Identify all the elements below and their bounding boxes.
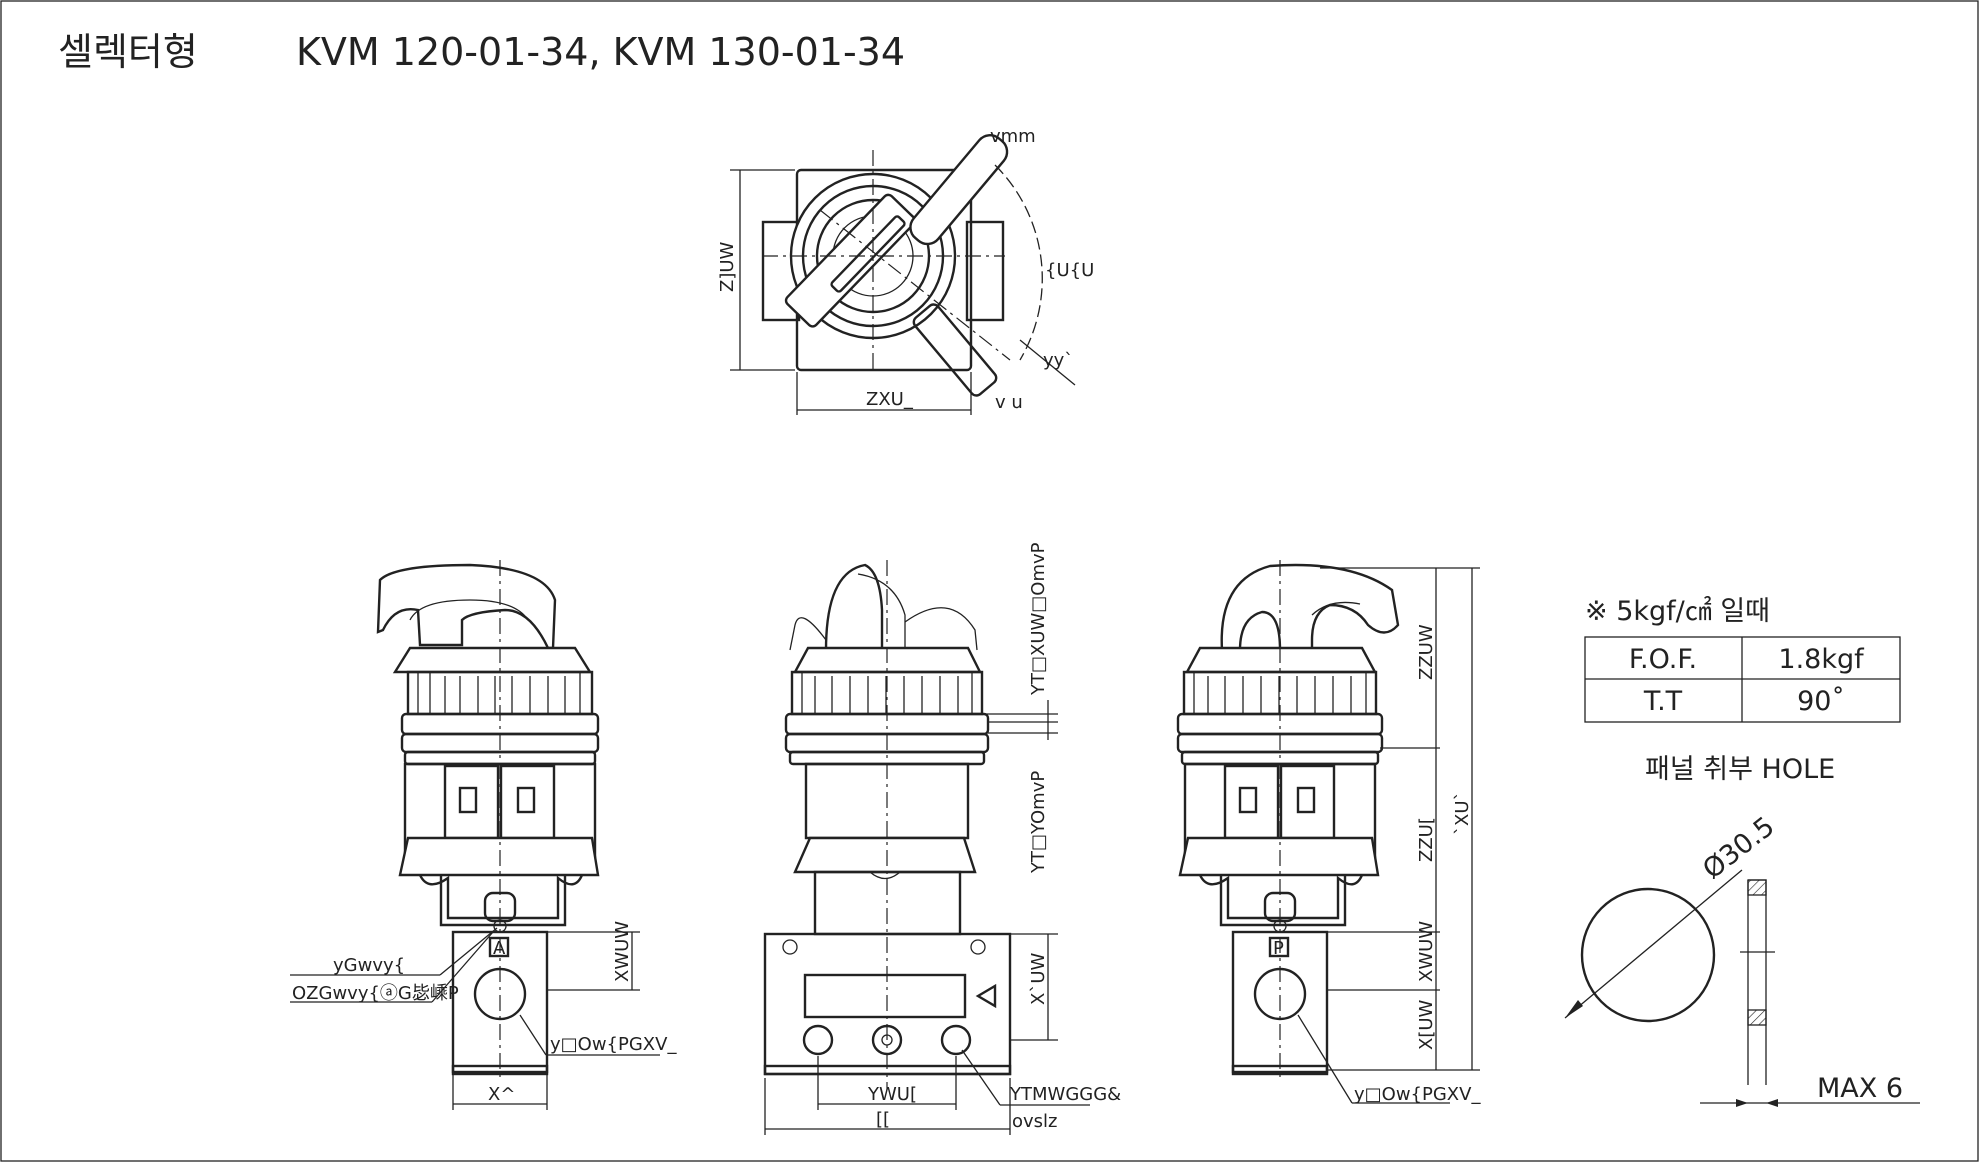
spec-section: ※ 5kgf/㎠ 일때 F.O.F. 1.8kgf T.T 90˚: [1584, 596, 1901, 723]
right-dim-cap: ZZUW: [1416, 624, 1437, 680]
left-callout-2: OZGwvy{ⓐG毖嵊P: [292, 983, 459, 1004]
right-dim-total: `XU`: [1452, 791, 1473, 835]
mid-dim-stroke-2: YT□YOmvP: [1028, 771, 1049, 874]
left-callout-1: yGwvy{: [333, 955, 405, 976]
spec-note: ※ 5kgf/㎠ 일때: [1585, 596, 1770, 627]
mid-dim-width: [[: [876, 1109, 890, 1130]
type-label: 셀렉터형: [58, 30, 198, 74]
left-view: A XWUW X^ yGwvy{ OZGwvy{ⓐG毖嵊P y□Ow{PGXV_: [290, 560, 677, 1110]
mid-dim-stroke-1: YT□XUW□OmvP: [1028, 542, 1049, 696]
spec-row-2-value: 90˚: [1797, 686, 1845, 717]
mid-callout-screw: YTMWGGG&: [1009, 1084, 1121, 1105]
spec-row-1-label: F.O.F.: [1629, 644, 1697, 675]
right-dim-port: XWUW: [1416, 921, 1437, 982]
top-dim-height: Z]UW: [717, 241, 738, 292]
top-mid-label: {U{U: [1045, 260, 1094, 281]
spec-row-1-value: 1.8kgf: [1778, 644, 1865, 675]
panel-title: 패널 취부 HOLE: [1645, 754, 1835, 785]
right-dim-bottom: X[UW: [1416, 999, 1437, 1050]
left-dim-bottom: X^: [488, 1084, 515, 1105]
right-dim-body: ZZU[: [1416, 817, 1437, 862]
panel-hole-section: 패널 취부 HOLE Ø30.5 MAX 6: [1564, 754, 1920, 1107]
mid-callout-screw-sub: ovslz: [1012, 1111, 1058, 1132]
model-title: KVM 120-01-34, KVM 130-01-34: [296, 30, 905, 74]
left-dim-port: XWUW: [612, 921, 633, 982]
top-dim-width: ZXU_: [866, 389, 914, 410]
right-callout: y□Ow{PGXV_: [1354, 1084, 1481, 1105]
mid-dim-body: X`UW: [1028, 952, 1049, 1005]
right-port-letter: P: [1273, 938, 1284, 959]
panel-diameter-label: Ø30.5: [1697, 811, 1780, 886]
right-view: P ZZUW ZZU[ XWUW X[UW `XU` y□Ow{PGXV_: [1176, 560, 1481, 1105]
top-small-label: yy`: [1043, 350, 1073, 371]
panel-max-label: MAX 6: [1817, 1073, 1903, 1104]
top-view: Z]UW ZXU_ vmm {U{U yy` v u: [717, 126, 1094, 415]
top-angle-label: vmm: [990, 126, 1036, 147]
panel-hole-circle: [1580, 887, 1716, 1023]
spec-row-2-label: T.T: [1643, 686, 1683, 717]
middle-view: YT□XUW□OmvP YT□YOmvP X`UW YWU[ [[ YTMWGG…: [763, 542, 1121, 1135]
mid-dim-holes: YWU[: [867, 1084, 917, 1105]
left-callout-3: y□Ow{PGXV_: [550, 1034, 677, 1055]
top-bottom-label: v u: [995, 392, 1023, 413]
